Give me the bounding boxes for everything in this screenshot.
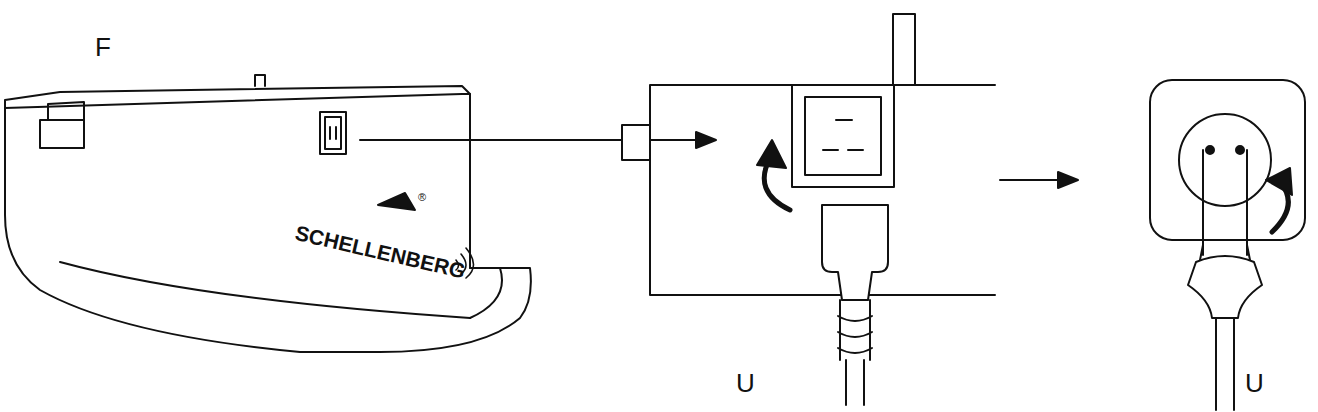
arrowhead (1058, 172, 1078, 188)
wall-socket (1150, 80, 1305, 410)
trademark-symbol: ® (418, 192, 426, 203)
opener-unit (5, 75, 531, 352)
plug-label: U (736, 370, 755, 396)
figure-letter: F (95, 34, 111, 60)
plug-label: U (1245, 370, 1264, 396)
socket-detail (622, 14, 995, 405)
arrow (1000, 179, 1060, 181)
arrowhead (696, 132, 716, 148)
